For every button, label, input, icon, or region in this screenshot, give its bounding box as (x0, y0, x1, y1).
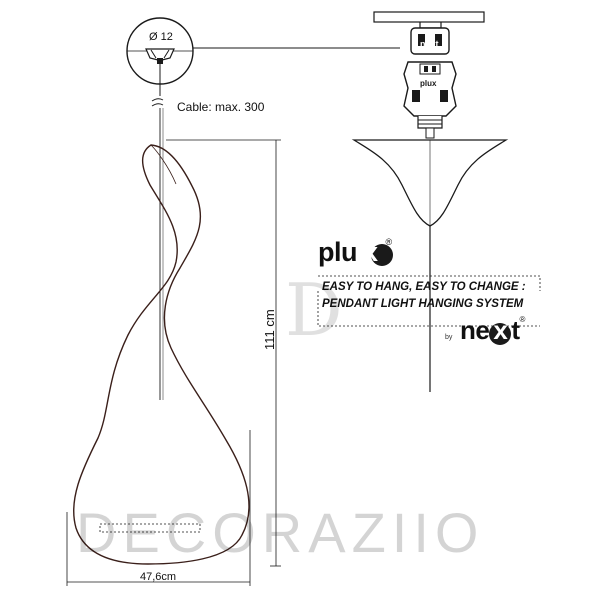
connector-top-label: next (420, 39, 439, 49)
next-logo-x: x (493, 315, 508, 345)
watermark: DECORAZIIO (76, 501, 485, 564)
connector-bottom-label: plux (420, 79, 437, 88)
width-label: 47,6cm (140, 571, 177, 583)
plux-logo-text: plu (318, 237, 358, 267)
next-x-badge (489, 323, 511, 345)
lamp-shade-outline (72, 144, 250, 565)
canopy-diameter-label: Ø 12 (149, 31, 173, 43)
by-label: by (445, 334, 453, 341)
next-registered: ® (519, 315, 525, 324)
cable (151, 84, 164, 400)
tagline-line-1: EASY TO HANG, EASY TO CHANGE : (322, 281, 526, 293)
canopy-detail (126, 17, 400, 85)
cable-length-label: Cable: max. 300 (177, 100, 265, 114)
tagline-line-2: PENDANT LIGHT HANGING SYSTEM (322, 298, 524, 310)
height-label: 111 cm (262, 309, 277, 350)
bell-shade (351, 139, 509, 392)
watermark-letter: D (285, 268, 343, 352)
plux-logo-x: x (363, 237, 378, 267)
width-dimension (66, 430, 251, 586)
tagline-frame (317, 275, 541, 327)
next-logo-prefix: ne (460, 315, 490, 345)
height-dimension (166, 139, 281, 567)
plux-x-badge (371, 244, 393, 266)
connector-detail: next plux (373, 11, 485, 139)
plux-registered: ® (385, 237, 393, 247)
next-logo-suffix: t (511, 315, 520, 345)
